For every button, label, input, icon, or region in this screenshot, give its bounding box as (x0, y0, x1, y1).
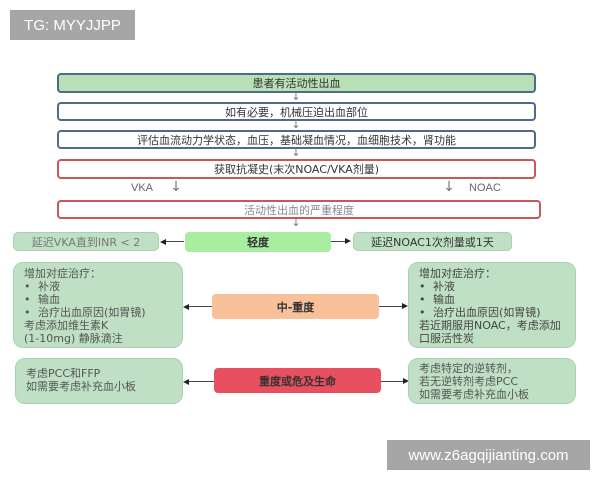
severe-noac-line: 考虑特定的逆转剂， (419, 362, 518, 375)
severe-vka-line: 考虑PCC和FFP (26, 367, 101, 380)
moderate-noac-action: 增加对症治疗： 补液 输血 治疗出血原因(如胃镜) 若近期服用NOAC，考虑添加… (408, 262, 576, 348)
moderate-vka-extra: (1-10mg) 静脉滴注 (24, 332, 123, 345)
arrow-left-icon (183, 379, 189, 385)
connector-line (381, 381, 403, 382)
moderate-noac-item: 补液 (419, 280, 565, 293)
arrow-right-icon (345, 238, 351, 244)
branch-label-noac: NOAC (469, 182, 501, 194)
flow-step-active-bleeding: 患者有活动性出血 (57, 73, 536, 93)
severity-severe: 重度或危及生命 (214, 368, 381, 393)
severe-vka-line: 如需要考虑补充血小板 (26, 380, 136, 393)
severity-moderate: 中-重度 (212, 294, 379, 319)
branch-label-vka: VKA (131, 182, 154, 194)
flow-step-assessment: 评估血流动力学状态，血压，基础凝血情况，血细胞技术，肾功能 (57, 130, 536, 149)
severe-noac-action: 考虑特定的逆转剂， 若无逆转剂考虑PCC 如需要考虑补充血小板 (408, 358, 576, 404)
mild-noac-action: 延迟NOAC1次剂量或1天 (353, 232, 512, 251)
moderate-vka-extra: 考虑添加维生素K (24, 319, 109, 332)
moderate-noac-item: 输血 (419, 293, 565, 306)
severe-noac-line: 若无逆转剂考虑PCC (419, 375, 518, 388)
arrow-left-icon (183, 304, 189, 310)
arrow-down-icon: ↓ (291, 118, 301, 131)
arrow-right-icon (402, 303, 408, 309)
mild-vka-action: 延迟VKA直到INR < 2 (13, 232, 159, 251)
moderate-noac-extra: 若近期服用NOAC，考虑添加 (419, 319, 561, 332)
moderate-vka-item: 补液 (24, 280, 172, 293)
connector-line (189, 381, 214, 382)
moderate-vka-action: 增加对症治疗： 补液 输血 治疗出血原因(如胃镜) 考虑添加维生素K (1-10… (13, 262, 183, 348)
severe-noac-line: 如需要考虑补充血小板 (419, 388, 529, 401)
flow-step-severity: 活动性出血的严重程度 (57, 200, 541, 219)
arrow-down-icon: ↓ (291, 90, 301, 103)
arrow-down-icon: ↓ (291, 146, 301, 159)
watermark-bottom: www.z6agqijianting.com (387, 440, 590, 470)
moderate-vka-item: 输血 (24, 293, 172, 306)
arrow-down-icon: ↓ (170, 179, 182, 195)
flow-step-compression: 如有必要，机械压迫出血部位 (57, 102, 536, 121)
flow-step-anticoag-history: 获取抗凝史(末次NOAC/VKA剂量) (57, 159, 536, 179)
arrow-left-icon (160, 239, 166, 245)
connector-line (379, 306, 402, 307)
arrow-down-icon: ↓ (291, 216, 301, 229)
connector-line (166, 241, 184, 242)
moderate-noac-extra: 口服活性炭 (419, 332, 474, 345)
arrow-right-icon (403, 378, 409, 384)
severe-vka-action: 考虑PCC和FFP 如需要考虑补充血小板 (15, 358, 183, 404)
moderate-vka-title: 增加对症治疗： (24, 267, 101, 280)
moderate-vka-item: 治疗出血原因(如胃镜) (24, 306, 172, 319)
connector-line (331, 241, 345, 242)
watermark-top: TG: MYYJJPP (10, 10, 135, 40)
connector-line (189, 306, 212, 307)
arrow-down-icon: ↓ (443, 179, 455, 195)
moderate-noac-title: 增加对症治疗： (419, 267, 496, 280)
moderate-noac-item: 治疗出血原因(如胃镜) (419, 306, 565, 319)
severity-mild: 轻度 (185, 232, 331, 252)
